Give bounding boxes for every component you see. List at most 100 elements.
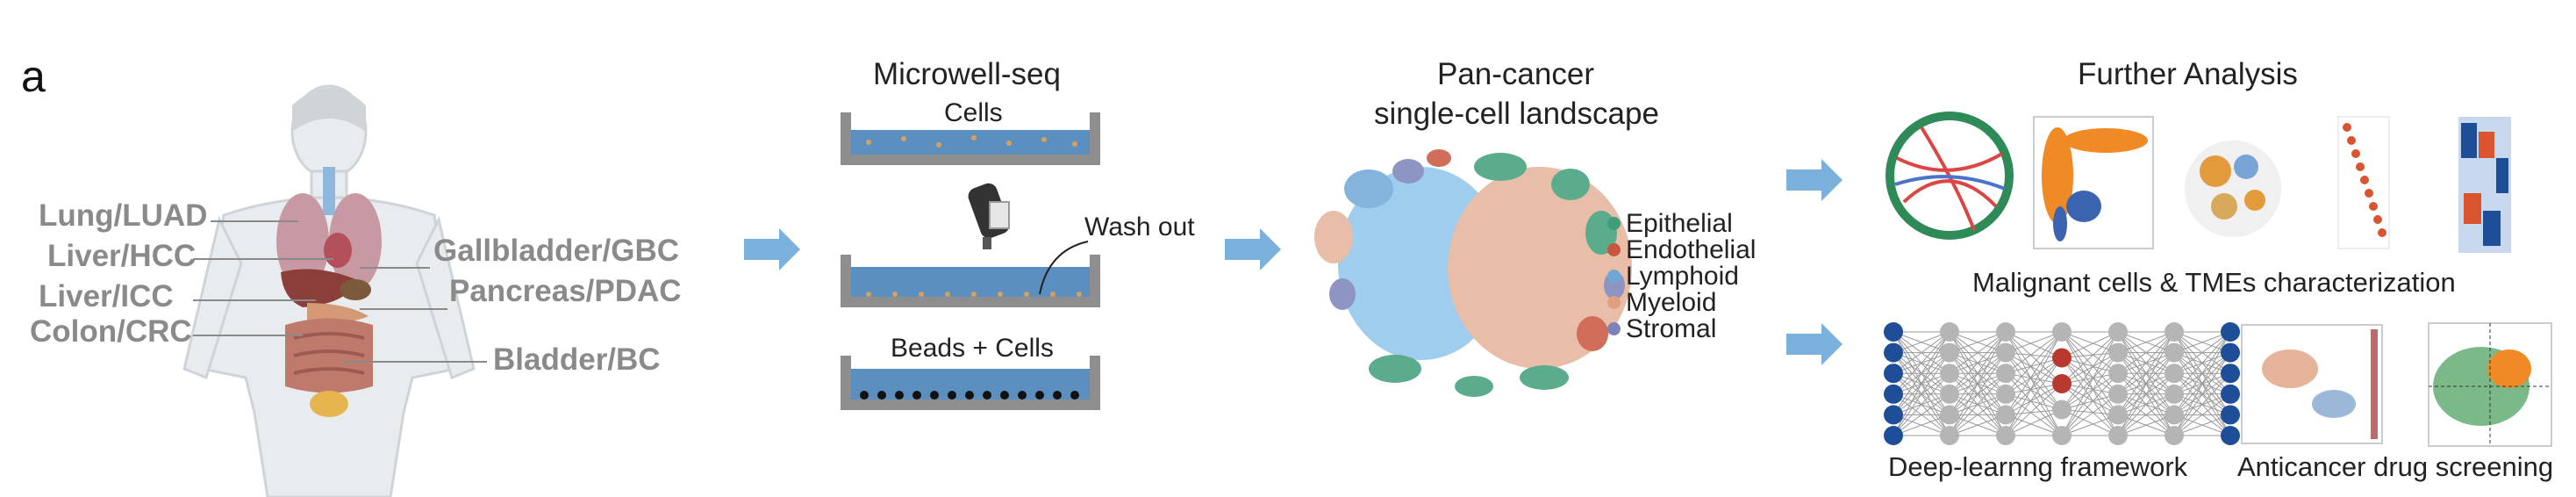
legend-dot-icon xyxy=(1607,242,1621,256)
network-node xyxy=(2052,400,2072,420)
organ-label-liver-hcc: Liver/HCC xyxy=(47,239,197,273)
legend-dot-icon xyxy=(1607,295,1621,309)
dotplot-thumbnail xyxy=(2337,116,2390,249)
drug-scatter-thumbnail xyxy=(2428,322,2552,447)
network-node xyxy=(1884,342,1903,363)
gallbladder-shape xyxy=(340,279,371,300)
malignant-caption: Malignant cells & TMEs characterization xyxy=(1972,267,2456,298)
cluster-thumbnail xyxy=(2185,140,2281,237)
legend-label: Myeloid xyxy=(1626,288,1717,317)
organ-label-pancreas: Pancreas/PDAC xyxy=(449,274,682,308)
legend-dot-icon xyxy=(1607,321,1621,335)
liver-shape xyxy=(281,269,355,307)
left-lung-shape xyxy=(276,193,329,290)
landscape-title-line2: single-cell landscape xyxy=(1374,97,1659,131)
arrow-icon xyxy=(1225,228,1281,270)
network-node xyxy=(1996,384,2015,404)
network-node xyxy=(1884,405,1903,425)
organ-label-gallbladder: Gallbladder/GBC xyxy=(433,234,680,268)
organ-label-bladder: Bladder/BC xyxy=(493,342,661,377)
legend-label: Epithelial xyxy=(1626,209,1733,238)
network-node xyxy=(1940,342,1959,363)
drug-screening-caption: Anticancer drug screening xyxy=(2237,451,2554,482)
organ-label-colon: Colon/CRC xyxy=(30,314,192,349)
network-node xyxy=(2165,426,2184,445)
network-node xyxy=(1884,384,1903,404)
network-node xyxy=(1940,426,1959,445)
network-node xyxy=(2108,405,2128,425)
network-node xyxy=(2108,426,2128,445)
network-node xyxy=(1996,322,2015,342)
landscape-title-line1: Pan-cancer xyxy=(1437,57,1594,91)
chord-diagram-thumbnail xyxy=(1885,112,2014,240)
legend-item: Stromal xyxy=(1607,314,1716,344)
arrow-icon xyxy=(744,228,800,270)
analysis-title: Further Analysis xyxy=(2078,57,2298,91)
heatmap-thumbnail xyxy=(2458,117,2511,253)
legend-item: Lymphoid xyxy=(1607,262,1739,292)
network-node xyxy=(2108,364,2128,384)
network-node xyxy=(1940,364,1959,384)
trachea-shape xyxy=(323,167,335,215)
network-node xyxy=(1996,426,2015,445)
network-node xyxy=(1940,322,1959,342)
network-node xyxy=(1884,426,1903,445)
network-node xyxy=(2052,348,2072,368)
drug-umap-thumbnail xyxy=(2241,324,2383,444)
network-node xyxy=(1940,405,1959,425)
network-node xyxy=(2052,322,2072,342)
network-node xyxy=(2165,384,2184,404)
network-node xyxy=(2052,374,2072,393)
network-node xyxy=(2221,426,2240,445)
network-node xyxy=(1996,405,2015,425)
network-node xyxy=(1996,364,2015,384)
network-node xyxy=(2221,322,2240,342)
bladder-shape xyxy=(310,391,348,417)
network-node xyxy=(2165,405,2184,425)
arrow-icon xyxy=(1786,159,1843,201)
network-node xyxy=(2221,405,2240,425)
microwell-title: Microwell-seq xyxy=(873,57,1061,91)
legend-label: Endothelial xyxy=(1626,235,1757,264)
network-node xyxy=(2052,426,2072,445)
deep-learning-caption: Deep-learnng framework xyxy=(1888,451,2188,482)
well-top xyxy=(841,112,1100,165)
network-node xyxy=(2221,384,2240,404)
network-node xyxy=(1884,364,1903,384)
network-node xyxy=(2108,342,2128,363)
network-node xyxy=(2108,322,2128,342)
network-node xyxy=(1884,322,1903,342)
wash-out-label: Wash out xyxy=(1084,212,1195,241)
network-node xyxy=(2165,364,2184,384)
legend-label: Lymphoid xyxy=(1626,262,1739,291)
microscope-icon xyxy=(968,183,1010,249)
network-node xyxy=(2165,342,2184,363)
network-node xyxy=(1996,342,2015,363)
arrow-icon xyxy=(1786,323,1843,365)
legend-item: Epithelial xyxy=(1607,209,1733,239)
legend-item: Myeloid xyxy=(1607,288,1716,318)
pancreas-shape xyxy=(307,303,369,322)
beads-cells-label: Beads + Cells xyxy=(891,334,1054,363)
organ-label-lung: Lung/LUAD xyxy=(39,198,208,233)
organ-label-liver-icc: Liver/ICC xyxy=(39,279,174,313)
cells-label: Cells xyxy=(944,98,1003,127)
legend-dot-icon xyxy=(1607,216,1621,230)
network-node xyxy=(2165,322,2184,342)
well-bottom xyxy=(841,356,1100,410)
scatter-thumbnail xyxy=(2033,116,2154,249)
well-middle xyxy=(841,255,1100,307)
network-node xyxy=(1940,384,1959,404)
panel-label: a xyxy=(21,52,46,101)
network-node xyxy=(2221,342,2240,363)
network-node xyxy=(2108,384,2128,404)
network-node xyxy=(2221,364,2240,384)
neural-network-diagram xyxy=(1884,322,2240,445)
legend-label: Stromal xyxy=(1626,314,1717,343)
legend-item: Endothelial xyxy=(1607,235,1756,265)
